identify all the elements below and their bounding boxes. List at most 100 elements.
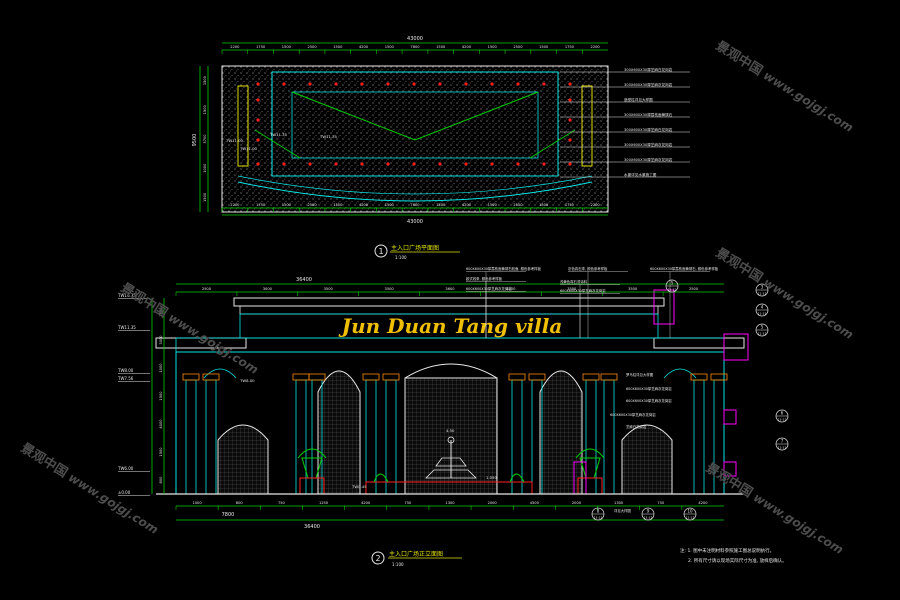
elev-top-note: 600X600X30厚芝麻灰花岗岩 <box>560 288 606 293</box>
detail-tag-ref: 11-12 <box>758 312 767 316</box>
elev-right-note: 600X600X30厚芝麻灰花岗岩 <box>626 386 672 391</box>
watermark-url: www.gojgj.com <box>761 275 856 342</box>
elev-left-dim: 800 <box>159 476 163 484</box>
elev-right-pavilion <box>621 424 673 495</box>
plan-bottom-dim: 1500 <box>385 203 395 207</box>
elev-left-dim: 1500 <box>159 447 163 457</box>
elev-level-mark: TW14.35 <box>117 293 136 298</box>
roman-column <box>295 379 307 495</box>
watermark-cn: 景观中国 <box>713 245 766 286</box>
elev-dim-bottom-overall: 36400 <box>304 524 320 530</box>
elev-top-dim: 3600 <box>445 287 455 291</box>
arch-window <box>317 370 361 494</box>
elev-top-note: 600X600X30厚荔枝面黄锈石贴面, 颜色参考样板 <box>466 266 542 271</box>
column-dot <box>386 162 390 166</box>
plan-top-dim: 1500 <box>539 45 549 49</box>
plan-top-dim: 1500 <box>488 45 498 49</box>
elev-title-circle <box>371 551 385 565</box>
elev-bottom-dim: 750 <box>657 501 665 505</box>
plan-curved-edge <box>237 181 593 202</box>
elev-bottom-dim: 1250 <box>319 501 329 505</box>
plan-note: 造型柱详见大样图 <box>624 97 653 102</box>
plan-top-dim: 1750 <box>256 45 266 49</box>
plan-bottom-dim: 2200 <box>591 203 601 207</box>
plan-bottom-dim: 1500 <box>539 203 549 207</box>
watermark-url: www.gojgj.com <box>761 68 856 135</box>
elev-right-notes: 罗马柱详见大样图600X600X30厚芝麻灰花岗岩600X600X30厚芝麻灰花… <box>610 372 672 513</box>
elev-top-dim: 3500 <box>385 287 395 291</box>
column-dot <box>256 138 260 142</box>
watermark-cn: 景观中国 <box>713 38 766 79</box>
plan-top-dim: 2500 <box>513 45 523 49</box>
roman-column <box>185 379 197 495</box>
plan-plaza-hatch <box>221 65 609 213</box>
column-dot <box>490 162 494 166</box>
column-dot <box>308 82 312 86</box>
column-dot <box>360 82 364 86</box>
elev-right-note: 600X600X30厚芝麻灰花岗岩 <box>626 398 672 403</box>
arch-lintel <box>663 368 697 379</box>
plan-bottom-dim: 2500 <box>513 203 523 207</box>
elev-right-wing-cornice <box>653 337 745 349</box>
detail-tag-number: 9 <box>647 509 650 514</box>
watermark-url: www.gojgj.com <box>751 490 846 557</box>
column-capital <box>528 373 546 381</box>
plan-top-dim: 1750 <box>565 45 575 49</box>
column-dot <box>568 98 572 102</box>
column-capital <box>582 373 600 381</box>
elev-bottom-dim: 750 <box>404 501 412 505</box>
elev-top-cornice <box>233 297 665 307</box>
column-dot <box>516 162 520 166</box>
bottom-note-2: 2. 所有尺寸请以现场实际尺寸为准, 放样后确认。 <box>688 557 787 564</box>
plan-top-dim: 2200 <box>591 45 601 49</box>
elev-left-dim: 1000 <box>159 363 163 373</box>
plan-curved-edge-inner <box>237 175 593 195</box>
elev-top-dim: 2500 <box>202 287 212 291</box>
column-dot <box>360 162 364 166</box>
plan-bottom-dim: 1750 <box>256 203 266 207</box>
elev-level-mark: TW11.35 <box>117 325 136 330</box>
plan-title-text: 主入口广场平面图 <box>391 244 439 252</box>
elev-dim-sub-total: 7800 <box>222 512 235 518</box>
plan-note: 300X600X30厚芝麻灰花岗岩 <box>624 142 673 147</box>
column-capital <box>382 373 400 381</box>
plan-note: 水景详见水景施工图 <box>624 172 657 177</box>
column-capital <box>710 373 728 381</box>
arch-window <box>539 370 583 494</box>
plan-dim-left-overall: 9500 <box>192 134 198 147</box>
elev-top-dim: 2500 <box>689 287 699 291</box>
elev-inner-mark: 4.50 <box>446 428 455 433</box>
elev-bottom-dim: 4200 <box>698 501 708 505</box>
column-dot <box>542 162 546 166</box>
column-capital <box>690 373 708 381</box>
elev-left-pavilion <box>217 424 269 495</box>
elev-top-dim: 3500 <box>324 287 334 291</box>
roman-column <box>205 379 217 495</box>
detail-tag-ref: 11-12 <box>758 292 767 296</box>
plan-bottom-dim: 1750 <box>565 203 575 207</box>
elev-top-note-leaders <box>466 271 710 338</box>
plan-note: 300X600X30厚芝麻白花岗岩 <box>624 67 673 72</box>
plan-left-post <box>237 85 249 167</box>
watermark-cn: 景观中国 <box>118 280 171 321</box>
column-dot <box>542 82 546 86</box>
elev-bottom-dim: 1300 <box>445 501 455 505</box>
plan-green-lines-2 <box>254 129 576 159</box>
plan-bottom-dim: 4200 <box>359 203 369 207</box>
plan-note: 300X600X30厚芝麻白花岗岩 <box>624 127 673 132</box>
elevation-view: Jun Duan Tang villa <box>117 266 789 567</box>
elev-dim-top-overall: 36400 <box>296 277 312 283</box>
plan-bottom-dim: 2200 <box>230 203 240 207</box>
elev-bottom-dim: 4200 <box>361 501 371 505</box>
plan-elevation-mark: TW11.35 <box>269 132 288 137</box>
elev-bottom-dim: 4500 <box>530 501 540 505</box>
column-dot <box>256 82 260 86</box>
column-capital <box>182 373 200 381</box>
